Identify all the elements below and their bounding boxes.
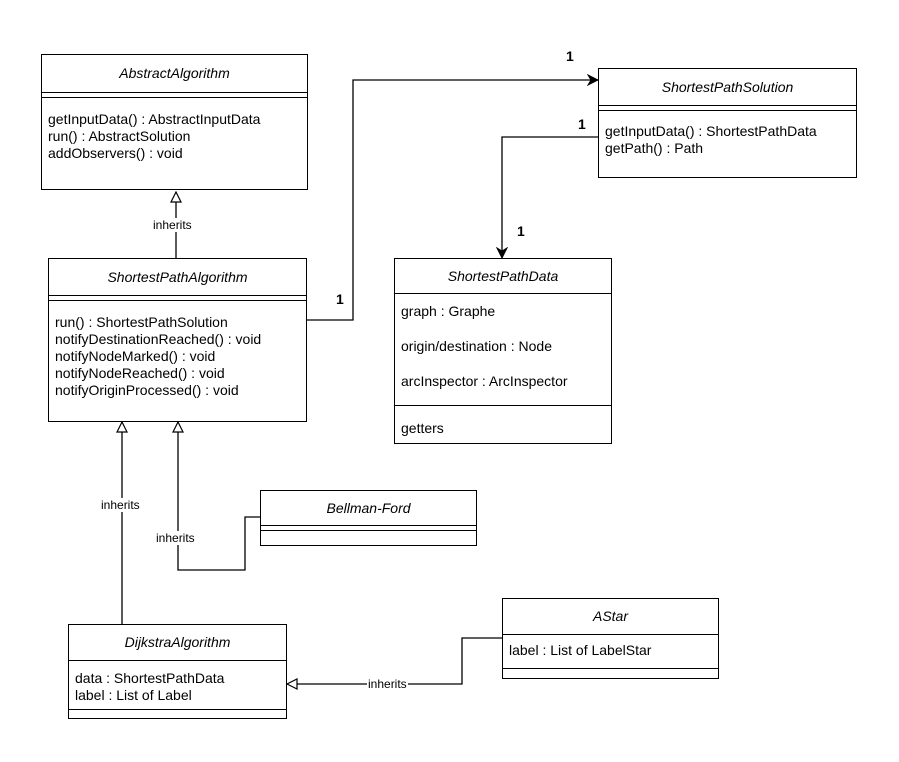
- class-divider: [69, 660, 286, 661]
- class-title: DijkstraAlgorithm: [124, 634, 231, 650]
- class-method: getters: [401, 420, 444, 436]
- multiplicity-label: 1: [578, 116, 586, 132]
- class-divider: [42, 92, 307, 98]
- class-method: getPath() : Path: [605, 140, 704, 156]
- assoc-edge-spa-solution: [306, 80, 598, 321]
- class-method: run() : AbstractSolution: [48, 128, 191, 144]
- class-title: Bellman-Ford: [326, 500, 411, 516]
- inherits-label: inherits: [100, 498, 141, 512]
- inherits-label: inherits: [367, 677, 408, 691]
- class-attribute: graph : Graphe: [401, 303, 496, 319]
- multiplicity-label: 1: [517, 223, 525, 239]
- inherit-edge-bellman-spa: [178, 422, 260, 571]
- class-title: ShortestPathAlgorithm: [107, 269, 248, 285]
- class-method: notifyNodeReached() : void: [55, 365, 225, 381]
- class-method: run() : ShortestPathSolution: [55, 314, 228, 330]
- class-title: ShortestPathSolution: [661, 79, 794, 95]
- class-attribute: label : List of LabelStar: [509, 642, 652, 658]
- class-title: AStar: [592, 608, 628, 624]
- inherits-label: inherits: [155, 531, 196, 545]
- class-attribute: arcInspector : ArcInspector: [401, 373, 568, 389]
- class-divider: [395, 405, 611, 406]
- class-divider: [599, 105, 856, 111]
- class-title: AbstractAlgorithm: [119, 65, 230, 81]
- class-attribute: origin/destination : Node: [401, 338, 552, 354]
- class-divider: [503, 668, 718, 669]
- class-divider: [503, 634, 718, 635]
- class-bellman-ford: Bellman-Ford: [260, 490, 477, 546]
- class-method: getInputData() : AbstractInputData: [48, 111, 261, 127]
- class-method: getInputData() : ShortestPathData: [605, 123, 817, 139]
- class-shortest-path-data: ShortestPathData graph : Graphe origin/d…: [394, 258, 612, 444]
- class-attribute: data : ShortestPathData: [75, 670, 225, 686]
- class-divider: [49, 295, 306, 301]
- class-astar: AStar label : List of LabelStar: [502, 598, 719, 679]
- assoc-edge-solution-data: [502, 136, 598, 258]
- multiplicity-label: 1: [336, 291, 344, 307]
- class-method: notifyNodeMarked() : void: [55, 348, 216, 364]
- class-dijkstra-algorithm: DijkstraAlgorithm data : ShortestPathDat…: [68, 624, 287, 719]
- class-divider: [69, 709, 286, 710]
- inherits-label: inherits: [152, 218, 193, 232]
- class-attribute: label : List of Label: [75, 687, 192, 703]
- class-title: ShortestPathData: [447, 268, 559, 284]
- class-abstract-algorithm: AbstractAlgorithm getInputData() : Abstr…: [41, 54, 308, 190]
- class-divider: [395, 293, 611, 294]
- class-divider: [261, 525, 476, 531]
- class-shortest-path-solution: ShortestPathSolution getInputData() : Sh…: [598, 68, 857, 178]
- class-method: notifyDestinationReached() : void: [55, 331, 262, 347]
- multiplicity-label: 1: [566, 48, 574, 64]
- class-shortest-path-algorithm: ShortestPathAlgorithm run() : ShortestPa…: [48, 258, 307, 422]
- class-method: addObservers() : void: [48, 145, 183, 161]
- class-method: notifyOriginProcessed() : void: [55, 382, 239, 398]
